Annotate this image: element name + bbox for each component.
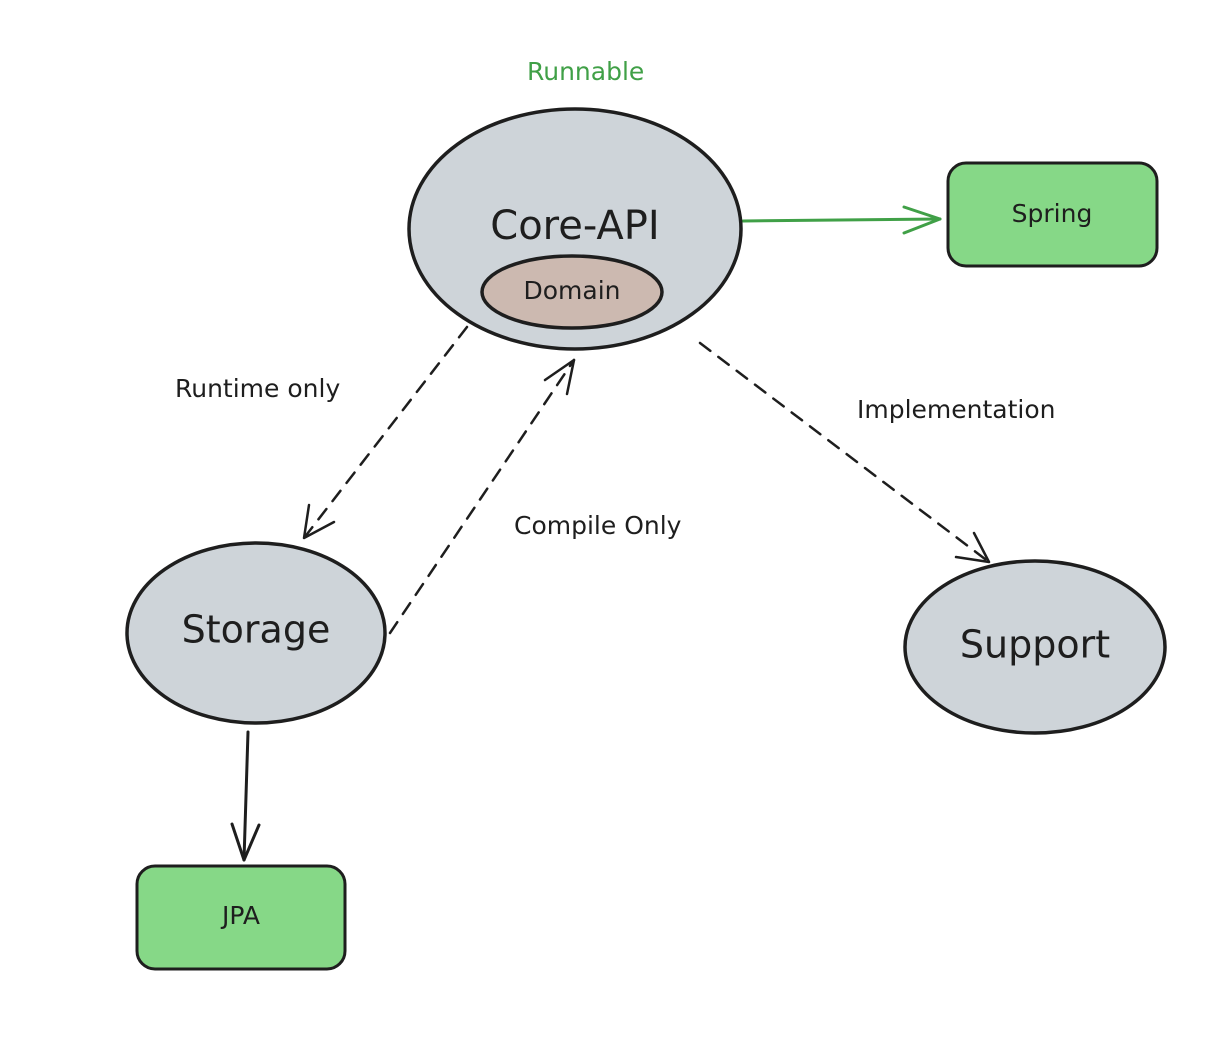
spring-shape (946, 161, 1159, 268)
jpa-shape (135, 864, 347, 971)
edge-storage-to-core-api (388, 358, 576, 635)
support-shape (903, 559, 1167, 735)
domain-shape (480, 254, 664, 330)
edge-core-api-to-support (698, 341, 991, 564)
jpa-label: JPA (220, 901, 260, 930)
runtime-only-label: Runtime only (175, 374, 340, 403)
storage-label: Storage (182, 608, 331, 652)
jpa-node[interactable]: JPA (135, 864, 347, 971)
storage-node[interactable]: Storage (125, 541, 387, 725)
spring-node[interactable]: Spring (946, 161, 1159, 268)
implementation-label: Implementation (857, 395, 1056, 424)
edge-core-api-to-storage (302, 325, 469, 540)
core-api-label: Core-API (490, 203, 659, 249)
edges (230, 205, 991, 862)
spring-label: Spring (1012, 199, 1093, 228)
edge-storage-to-jpa (230, 730, 261, 862)
support-label: Support (960, 623, 1110, 667)
storage-shape (125, 541, 387, 725)
domain-label: Domain (523, 276, 620, 305)
domain-node[interactable]: Domain (480, 254, 664, 330)
runnable-label: Runnable (527, 57, 644, 86)
edge-core-api-to-spring (741, 205, 942, 235)
compile-only-label: Compile Only (514, 511, 682, 540)
support-node[interactable]: Support (903, 559, 1167, 735)
